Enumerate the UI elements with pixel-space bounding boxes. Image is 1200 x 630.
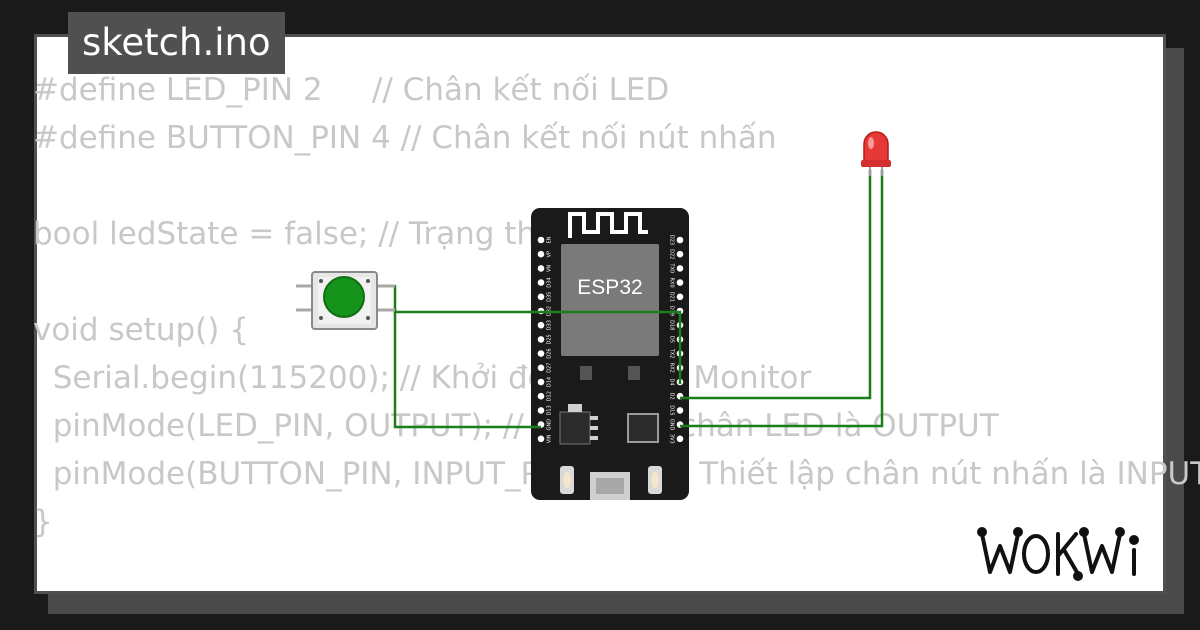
esp32-chip [561,244,659,356]
pin-hole-rx0[interactable] [676,279,684,286]
pin-label-d5: D5 [669,336,675,343]
pin-label-d22: D22 [669,249,675,259]
reset-button[interactable] [648,466,662,494]
pin-hole-d13[interactable] [537,407,545,414]
wokwi-logo [977,527,1139,581]
pin-label-d14: D14 [547,377,553,387]
pin-label-d18: D18 [669,320,675,330]
pin-hole-vp[interactable] [537,250,545,258]
wire-led-cathode [680,170,884,428]
pin-hole-d25[interactable] [537,336,545,343]
pin-label-vn: VN [547,265,553,272]
pin-label-d12: D12 [547,391,553,401]
esp32-board[interactable]: ESP32 ENVPVND34D35D32D33D25D26D27D14D12D… [531,208,689,500]
pin-hole-d34[interactable] [537,279,545,286]
pin-label-d21: D21 [669,292,675,302]
pin-label-en: EN [547,236,553,243]
pin-hole-tx0[interactable] [676,265,684,272]
pin-hole-en[interactable] [537,236,545,244]
push-button[interactable] [296,271,395,330]
usb-chip [627,413,659,443]
pin-hole-d33[interactable] [537,321,545,329]
pin-label-3v3: 3V3 [669,434,675,444]
code-line: #define LED_PIN 2 // Chân kết nối LED [33,72,670,108]
chip-label: ESP32 [577,276,642,299]
antenna-icon [568,212,648,238]
pin-hole-d22[interactable] [676,250,684,258]
code-line: void setup() { [33,312,249,348]
code-line: #define BUTTON_PIN 4 // Chân kết nối nút… [33,120,777,156]
voltage-regulator [559,404,598,445]
right-pin-header: D23D22TX0RX0D21D19D18D5TX2RX2D4D2D15GND3… [669,235,684,444]
pin-hole-d23[interactable] [676,236,684,244]
pin-label-vp: VP [547,251,553,257]
pin-label-rx0: RX0 [669,278,675,288]
pin-label-d33: D33 [547,320,553,330]
pin-hole-d21[interactable] [676,293,684,301]
pin-label-d4: D4 [669,378,675,385]
pin-label-d13: D13 [547,405,553,415]
pin-label-d27: D27 [547,363,553,373]
pin-label-d35: D35 [547,292,553,302]
pin-hole-d14[interactable] [537,378,545,386]
pin-label-d34: D34 [547,277,553,287]
red-led[interactable] [861,131,891,176]
code-line: } [33,504,53,540]
pin-hole-3v3[interactable] [676,435,684,443]
wire-led-anode [680,170,872,400]
pin-hole-d27[interactable] [537,364,545,372]
pin-hole-vin[interactable] [537,435,545,443]
pin-label-gnd: GND [669,419,675,431]
boot-button[interactable] [560,466,574,494]
pin-hole-d35[interactable] [537,293,545,301]
pin-label-d26: D26 [547,348,553,358]
pin-label-d25: D25 [547,334,553,344]
button-cap[interactable] [323,276,365,318]
pin-label-gnd: GND [547,419,553,431]
pin-label-d23: D23 [669,235,675,245]
pin-label-tx2: TX2 [669,348,675,359]
pin-label-d15: D15 [669,405,675,415]
pin-hole-d12[interactable] [537,392,545,400]
pin-label-d2: D2 [669,393,675,400]
pin-hole-d15[interactable] [676,407,684,414]
file-name-tab[interactable]: sketch.ino [68,12,285,74]
wire-button-to-gnd [393,285,541,429]
pin-label-tx0: TX0 [669,263,675,274]
pin-hole-d26[interactable] [537,350,545,357]
pin-hole-vn[interactable] [537,265,545,272]
pin-label-vin: VIN [547,434,553,443]
pin-label-rx2: RX2 [669,363,675,373]
